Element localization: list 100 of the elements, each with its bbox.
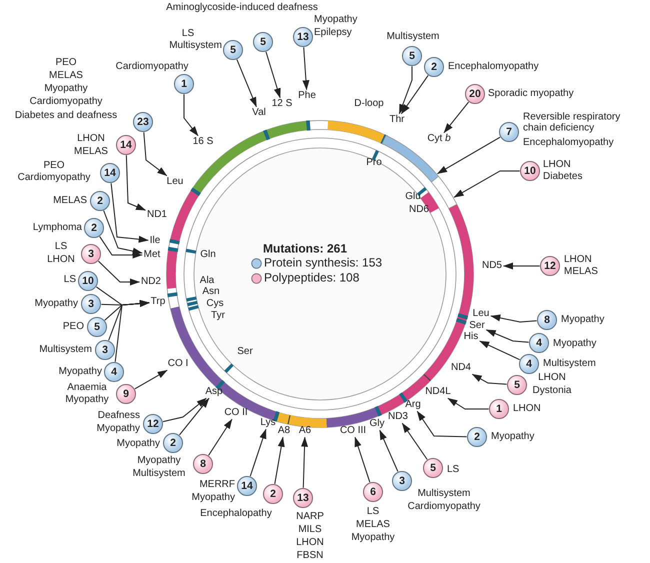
disease-label: LS — [447, 464, 460, 476]
arrow — [302, 46, 310, 90]
disease-label: LHON — [564, 254, 592, 266]
disease-label: Myopathy — [137, 456, 181, 466]
disease-label: Myopathy — [491, 432, 534, 442]
gene-label: ND4 — [451, 362, 471, 374]
legend-label: Protein synthesis: 153 — [264, 256, 382, 270]
arrow — [416, 410, 468, 438]
arrow — [472, 374, 508, 385]
disease-label: Cardiomyopathy — [30, 96, 102, 108]
gene-label: CO III — [340, 426, 366, 436]
legend-title: Mutations: 261 — [263, 242, 348, 256]
mutation-count-circle: 13 — [293, 488, 313, 508]
gene-label: ND6 — [409, 204, 429, 216]
disease-label: Myopathy — [58, 366, 102, 378]
legend-label: Polypeptides: 108 — [264, 272, 360, 284]
disease-label: Diabetes and deafness — [14, 110, 118, 122]
disease-label: Multisystem — [386, 32, 440, 42]
arrow — [250, 428, 266, 477]
mutation-count-circle: 1 — [489, 399, 509, 419]
mutation-count-circle: 23 — [133, 112, 153, 132]
arrow — [162, 398, 207, 422]
gene-label: Leu — [166, 176, 184, 188]
disease-label: Myopathy — [314, 14, 358, 26]
gene-label: ND3 — [388, 412, 408, 422]
disease-label: Epilepsy — [314, 28, 352, 38]
mutation-count-circle: 5 — [423, 458, 443, 478]
arrow — [486, 329, 530, 343]
mutation-count-circle: 10 — [520, 161, 540, 181]
disease-label: LS — [54, 242, 68, 252]
disease-label: Multisystem — [418, 488, 470, 500]
arrow — [400, 74, 429, 114]
arrow — [447, 398, 490, 410]
gene-label: Asn — [202, 286, 220, 298]
disease-label: FBSN — [296, 550, 324, 562]
arrow — [184, 94, 199, 136]
disease-label: Anaemia — [67, 382, 107, 394]
arrow — [379, 430, 398, 472]
disease-label: MELAS — [564, 266, 598, 278]
gene-label: His — [464, 332, 478, 342]
arrow — [490, 314, 538, 322]
mutation-count-circle: 12 — [540, 256, 560, 276]
gene-label: Cys — [206, 298, 224, 310]
disease-label: Encephalopathy — [200, 508, 272, 520]
disease-label: NARP — [296, 512, 324, 522]
gene-label: Met — [144, 250, 160, 260]
disease-label: LHON — [77, 134, 105, 144]
arrow — [436, 136, 501, 174]
disease-label: MILS — [298, 524, 322, 536]
gene-label: Gln — [200, 250, 216, 260]
mutation-count-circle: 9 — [116, 384, 136, 404]
disease-label: Cardiomyopathy — [116, 62, 188, 72]
arrow — [103, 210, 143, 254]
gene-label: Gly — [370, 418, 384, 430]
arrow — [110, 182, 149, 243]
arrow — [454, 170, 520, 198]
disease-label: Multisystem — [132, 468, 186, 480]
mutation-count-circle: 14 — [237, 476, 257, 496]
gene-label: 16 S — [192, 136, 214, 148]
mutation-count-circle: 4 — [104, 362, 124, 382]
mutation-count-circle: 2 — [424, 57, 444, 77]
gene-label: Ala — [200, 276, 214, 286]
arrow — [503, 262, 540, 270]
mutation-count-circle: 6 — [363, 482, 383, 502]
mutation-count-circle: 4 — [519, 354, 539, 374]
disease-label: Myopathy — [351, 532, 395, 544]
disease-label: Multisystem — [543, 358, 596, 370]
arrow — [236, 59, 257, 108]
disease-label: Myopathy — [96, 424, 140, 434]
disease-label: MELAS — [356, 520, 390, 530]
mutation-count-circle: 2 — [84, 218, 104, 238]
arrow — [266, 51, 281, 98]
disease-label: PEO — [55, 58, 77, 68]
mutation-count-circle: 3 — [81, 244, 101, 264]
gene-label: D-loop — [354, 98, 384, 110]
mutation-count-circle: 5 — [402, 46, 422, 66]
mutation-count-circle: 7 — [499, 122, 519, 142]
mutation-count-circle: 5 — [223, 40, 243, 60]
gene-label: Tyr — [211, 310, 225, 322]
disease-label: LS — [64, 274, 76, 286]
disease-label: PEO — [62, 322, 84, 332]
mutation-count-circle: 10 — [78, 271, 98, 291]
mutation-count-circle: 8 — [193, 454, 213, 474]
mutation-count-circle: 8 — [537, 310, 557, 330]
mutation-count-circle: 2 — [263, 484, 283, 504]
disease-label: Sporadic myopathy — [488, 88, 574, 100]
arrow — [126, 154, 146, 211]
arrow — [134, 370, 168, 390]
mutation-count-circle: 14 — [100, 163, 120, 183]
disease-label: LS — [182, 28, 194, 40]
disease-label: Lymphoma — [32, 222, 82, 234]
disease-label: LHON — [543, 160, 571, 170]
gene-label: CO II — [224, 408, 248, 418]
disease-label: LHON — [538, 372, 566, 384]
gene-label: Pro — [366, 158, 382, 168]
disease-label: MELAS — [74, 146, 108, 158]
disease-label: LS — [366, 506, 380, 518]
gene-label: Lys — [260, 418, 276, 428]
arrow — [301, 436, 308, 488]
mutation-count-circle: 3 — [81, 294, 101, 314]
